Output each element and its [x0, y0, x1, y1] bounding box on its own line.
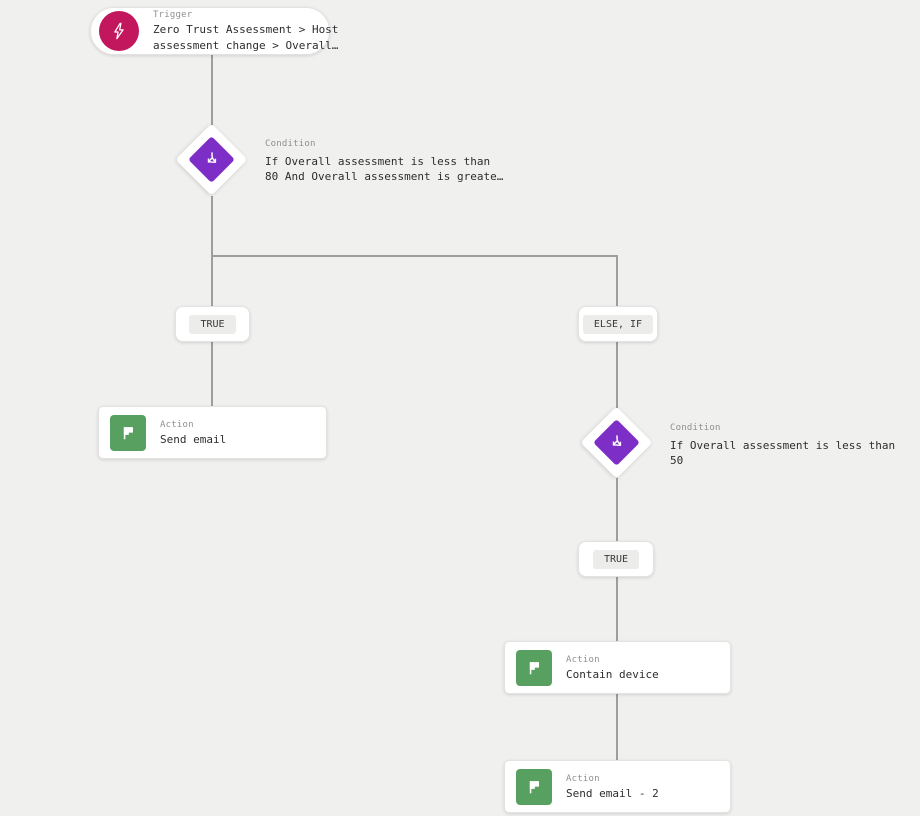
trigger-type-label: Trigger — [153, 10, 193, 20]
connector-line — [211, 256, 213, 306]
connector-line — [211, 55, 213, 125]
condition-2-line2: 50 — [670, 454, 684, 467]
action-type-label: Action — [566, 654, 600, 665]
action-type-label: Action — [566, 773, 600, 784]
true-badge-2-label: TRUE — [592, 549, 640, 569]
true-badge-2[interactable]: TRUE — [578, 541, 654, 577]
connector-line — [211, 342, 213, 406]
action-node-send-email[interactable]: Action Send email — [98, 406, 327, 459]
trigger-title-line2: assessment change > Overall… — [153, 39, 339, 52]
action-node-contain-device[interactable]: Action Contain device — [504, 641, 731, 694]
action-title: Contain device — [566, 667, 659, 681]
flag-icon — [516, 649, 552, 686]
condition-1-text: Condition If Overall assessment is less … — [265, 139, 503, 184]
condition-2-line1: If Overall assessment is less than — [670, 439, 896, 452]
trigger-title-line1: Zero Trust Assessment > Host — [153, 23, 339, 36]
flag-icon — [516, 768, 552, 805]
connector-line — [616, 478, 618, 541]
condition-1-line2: 80 And Overall assessment is greate… — [265, 170, 504, 183]
connector-line — [616, 577, 618, 641]
connector-line — [616, 256, 618, 306]
else-if-badge[interactable]: ELSE, IF — [578, 306, 658, 342]
branch-icon — [612, 435, 622, 446]
condition-1-line1: If Overall assessment is less than — [265, 155, 491, 168]
branch-icon — [207, 152, 217, 163]
lightning-icon — [99, 11, 139, 51]
connector-line — [211, 196, 213, 256]
action-type-label: Action — [160, 419, 194, 430]
action-node-send-email-2[interactable]: Action Send email - 2 — [504, 760, 731, 813]
action-title: Send email — [160, 432, 227, 446]
trigger-node[interactable]: Trigger Zero Trust Assessment > Host ass… — [90, 7, 338, 55]
condition-1-type-label: Condition — [265, 139, 316, 149]
flag-icon — [110, 414, 146, 451]
true-badge-1[interactable]: TRUE — [175, 306, 250, 342]
true-badge-1-label: TRUE — [189, 314, 236, 334]
else-if-badge-label: ELSE, IF — [582, 314, 654, 334]
connector-line — [616, 694, 618, 761]
action-title: Send email - 2 — [566, 786, 659, 800]
condition-2-text: Condition If Overall assessment is less … — [670, 423, 895, 468]
connector-line — [211, 255, 618, 257]
condition-2-type-label: Condition — [670, 423, 721, 433]
connector-line — [616, 342, 618, 408]
